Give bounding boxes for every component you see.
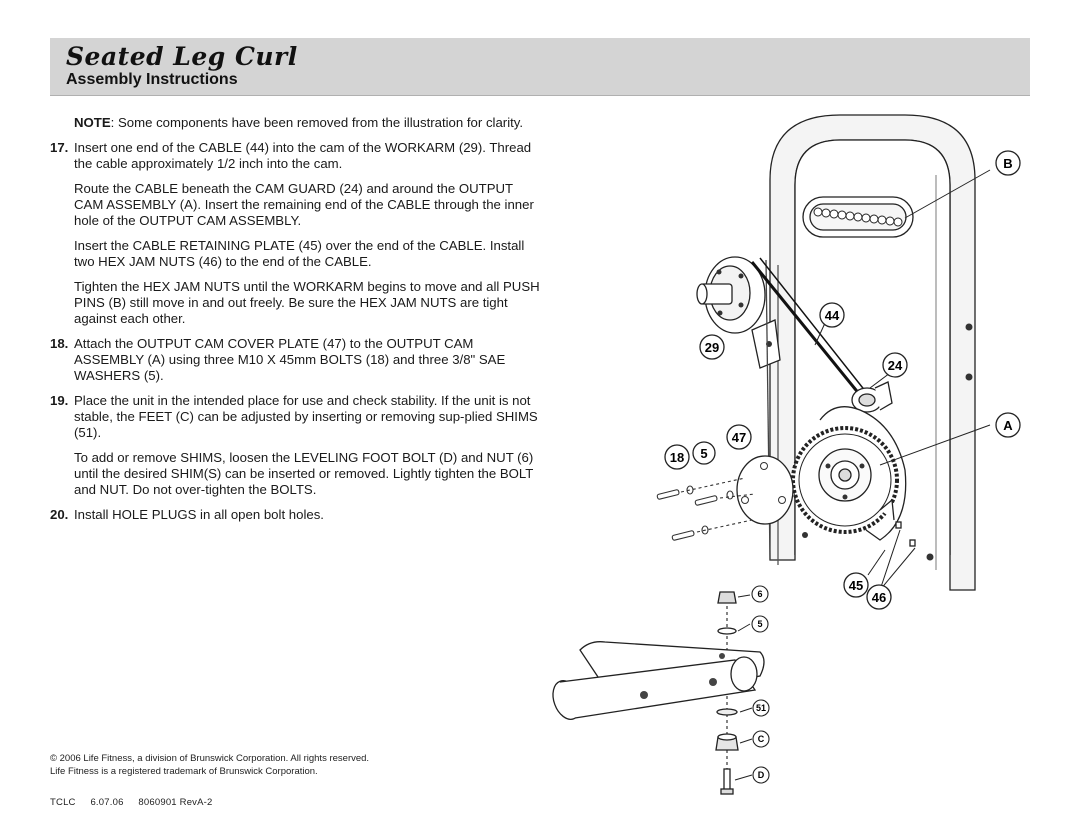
step-number: 19.	[50, 393, 69, 408]
step-paragraph: To add or remove SHIMS, loosen the LEVEL…	[74, 450, 534, 497]
note: NOTE: Some components have been removed …	[74, 115, 540, 131]
step-paragraph: Attach the OUTPUT CAM COVER PLATE (47) t…	[74, 336, 506, 383]
callout-label: 47	[732, 430, 746, 445]
callout-44: 44	[819, 302, 845, 328]
callout-a: A	[995, 412, 1021, 438]
callout-label: 24	[888, 358, 903, 373]
callout-label: C	[758, 734, 765, 744]
step-paragraph: Insert one end of the CABLE (44) into th…	[74, 140, 532, 171]
page-subtitle: Assembly Instructions	[66, 71, 238, 88]
callout-label: 18	[670, 450, 684, 465]
step-paragraph: Tighten the HEX JAM NUTS until the WORKA…	[74, 279, 540, 326]
step-number: 17.	[50, 140, 69, 155]
callout-label: A	[1003, 418, 1013, 433]
doc-code: TCLC	[50, 797, 76, 808]
callout-6: 6	[751, 585, 769, 603]
part-number: 8060901 RevA-2	[138, 797, 213, 808]
step-number: 18.	[50, 336, 69, 351]
callout-label: 45	[849, 578, 863, 593]
step-20: 20. Install HOLE PLUGS in all open bolt …	[50, 507, 540, 523]
cover-plate	[736, 455, 794, 525]
step-paragraph: Place the unit in the intended place for…	[74, 393, 538, 440]
callout-24: 24	[882, 352, 908, 378]
footer: © 2006 Life Fitness, a division of Bruns…	[50, 752, 369, 809]
page-title: Seated Leg Curl	[66, 42, 298, 71]
copyright: © 2006 Life Fitness, a division of Bruns…	[50, 753, 370, 764]
callout-label: 51	[756, 703, 766, 713]
document-code: TCLC 6.07.06 8060901 RevA-2	[50, 796, 369, 809]
callout-label: B	[1003, 156, 1012, 171]
step-paragraph: Install HOLE PLUGS in all open bolt hole…	[74, 507, 324, 522]
callout-d: D	[752, 766, 770, 784]
callout-label: 29	[705, 340, 719, 355]
step-paragraph: Insert the CABLE RETAINING PLATE (45) ov…	[74, 238, 525, 269]
callout-label: 5	[700, 446, 707, 461]
bolts-and-washers	[656, 477, 756, 541]
callout-label: 5	[757, 619, 762, 629]
callout-label: 6	[757, 589, 762, 599]
step-18: 18. Attach the OUTPUT CAM COVER PLATE (4…	[50, 336, 540, 384]
instructions: NOTE: Some components have been removed …	[50, 115, 540, 532]
callout-5-small: 5	[751, 615, 769, 633]
step-number: 20.	[50, 507, 69, 522]
callout-47: 47	[726, 424, 752, 450]
callout-b: B	[995, 150, 1021, 176]
callout-label: 46	[872, 590, 886, 605]
callout-label: 44	[825, 308, 840, 323]
callout-18: 18	[664, 444, 690, 470]
note-text: : Some components have been removed from…	[110, 115, 524, 130]
leveling-foot-assembly	[715, 591, 739, 795]
header-bar: Seated Leg Curl Assembly Instructions	[50, 38, 1030, 96]
callout-label: D	[758, 770, 765, 780]
callout-51: 51	[752, 699, 770, 717]
callout-46: 46	[866, 584, 892, 610]
doc-date: 6.07.06	[90, 797, 124, 808]
step-paragraph: Route the CABLE beneath the CAM GUARD (2…	[74, 181, 534, 228]
callout-29: 29	[699, 334, 725, 360]
callout-c: C	[752, 730, 770, 748]
note-label: NOTE	[74, 115, 111, 130]
callout-5: 5	[692, 441, 716, 465]
trademark: Life Fitness is a registered trademark o…	[50, 766, 318, 777]
step-19: 19. Place the unit in the intended place…	[50, 393, 540, 498]
cable	[750, 261, 862, 396]
assembly-illustration: B 44 29 24 A 47 18 5 45 46 6 5 51 C D	[552, 114, 1021, 795]
callout-45: 45	[843, 572, 869, 598]
step-17: 17. Insert one end of the CABLE (44) int…	[50, 140, 540, 327]
